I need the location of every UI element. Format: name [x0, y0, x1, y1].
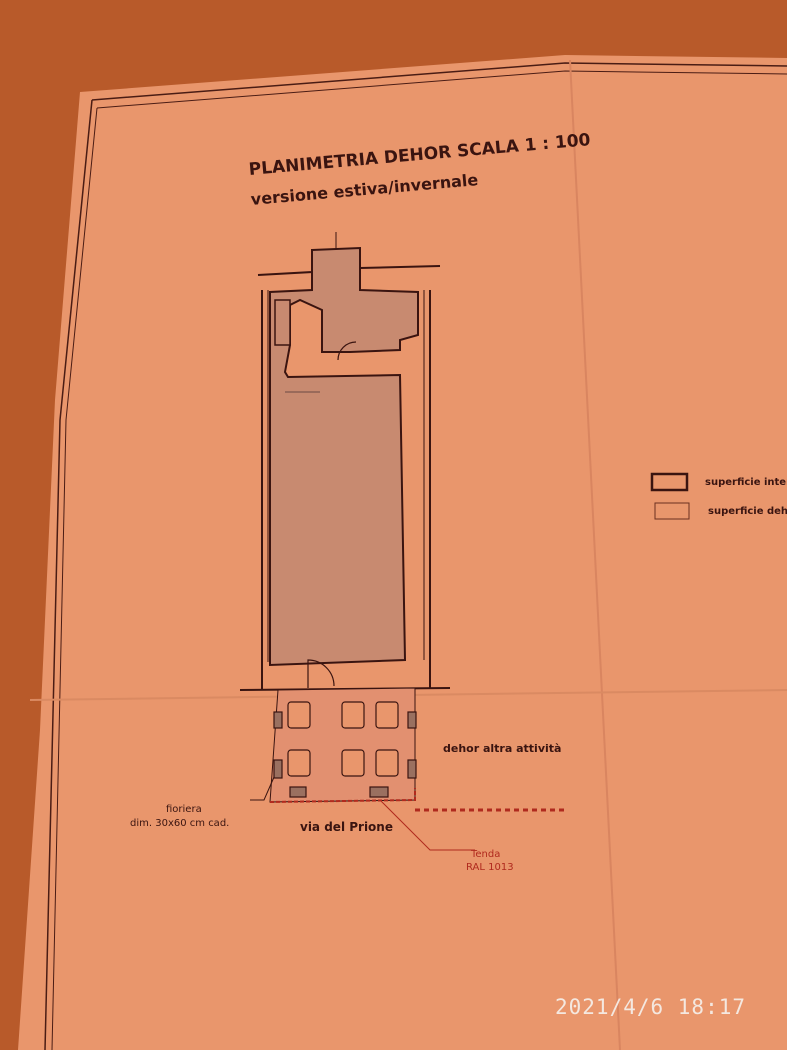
label-awning: Tenda [471, 849, 501, 860]
frame-top [91, 62, 787, 101]
label-awning-color: RAL 1013 [466, 862, 514, 873]
paper-fold [569, 59, 621, 1050]
label-other-dehor: dehor altra attività [443, 742, 562, 755]
tables-and-chairs [273, 701, 417, 798]
frame-left-inner [51, 107, 98, 1050]
legend-item-interior: superficie inter [705, 477, 787, 488]
legend-swatches [650, 472, 690, 520]
label-planter-dims: dim. 30x60 cm cad. [130, 818, 230, 829]
frame-left [44, 99, 93, 1050]
label-street: via del Prione [300, 820, 393, 834]
frame-top-inner [96, 70, 787, 109]
photo-timestamp: 2021/4/6 18:17 [555, 995, 747, 1019]
label-planter: fioriera [166, 804, 202, 815]
legend-item-dehor: superficie deh [708, 506, 787, 517]
